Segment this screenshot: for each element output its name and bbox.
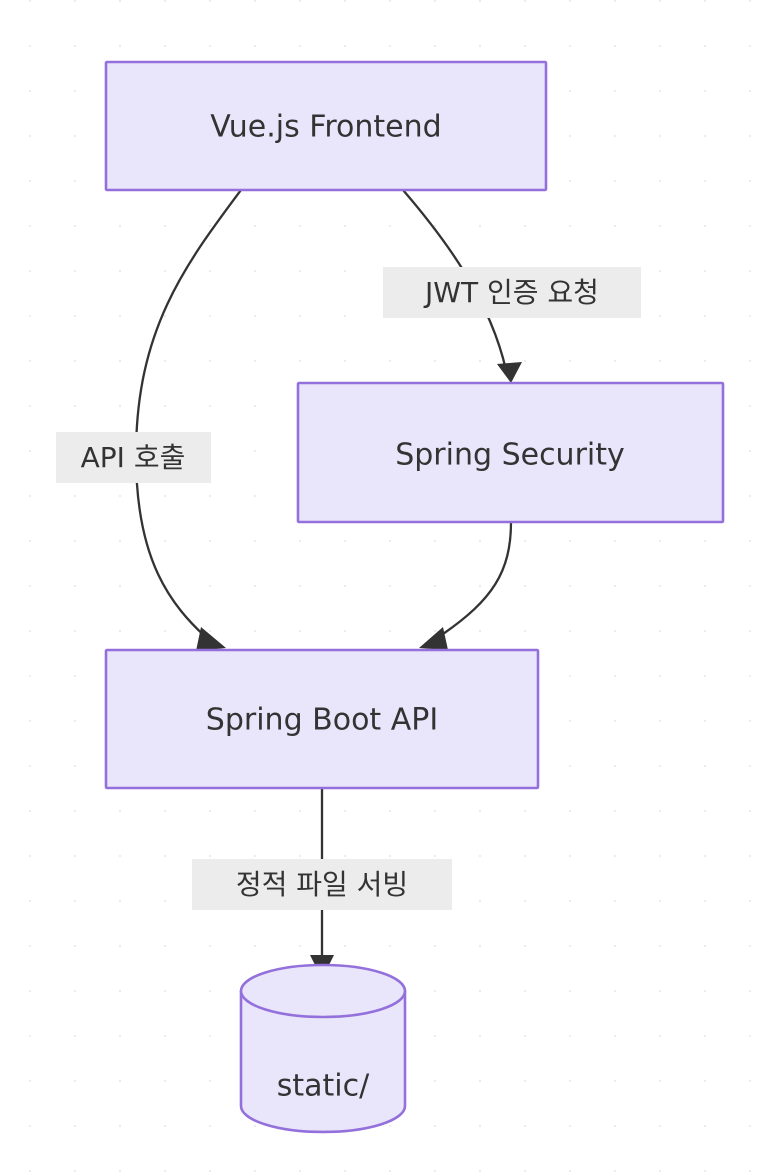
edge-label-api-call-text: API 호출 bbox=[81, 441, 186, 474]
edge-security-to-bootapi[interactable] bbox=[419, 521, 513, 650]
node-bootapi-shape bbox=[104, 648, 540, 790]
node-security[interactable]: Spring Security bbox=[296, 381, 725, 524]
arrowhead-vue-to-bootapi bbox=[196, 627, 226, 651]
edge-label-api-call-bg bbox=[56, 432, 211, 483]
edge-labels-layer: API 호출 JWT 인증 요청 정적 파일 서빙 bbox=[56, 267, 641, 910]
edge-label-api-call: API 호출 bbox=[56, 432, 211, 483]
node-static-label: static/ bbox=[277, 1069, 370, 1104]
node-bootapi[interactable]: Spring Boot API bbox=[104, 648, 540, 790]
node-static-side-outline bbox=[239, 989, 407, 1134]
edge-path-vue-to-bootapi bbox=[134, 189, 242, 641]
node-vue-shape bbox=[104, 60, 548, 192]
node-bootapi-label: Spring Boot API bbox=[206, 703, 438, 738]
edge-label-jwt-auth-text: JWT 인증 요청 bbox=[423, 276, 599, 309]
node-vue[interactable]: Vue.js Frontend bbox=[104, 60, 548, 192]
node-vue-label: Vue.js Frontend bbox=[210, 110, 441, 145]
arrowhead-vue-to-security bbox=[497, 362, 522, 383]
edge-label-jwt-auth: JWT 인증 요청 bbox=[383, 267, 641, 318]
nodes-layer: Vue.js Frontend Spring Security Spring B… bbox=[104, 60, 725, 1134]
node-static-body bbox=[241, 991, 405, 1132]
node-static[interactable]: static/ bbox=[239, 963, 407, 1134]
edge-vue-to-bootapi[interactable] bbox=[134, 189, 242, 651]
edge-label-jwt-auth-bg bbox=[383, 267, 641, 318]
node-security-shape bbox=[296, 381, 725, 524]
edge-label-static-serving-bg bbox=[192, 859, 452, 910]
arrowhead-security-to-bootapi bbox=[419, 627, 448, 650]
edge-label-static-serving: 정적 파일 서빙 bbox=[192, 859, 452, 910]
node-security-label: Spring Security bbox=[395, 438, 625, 473]
edge-label-static-serving-text: 정적 파일 서빙 bbox=[236, 868, 408, 901]
node-static-top-ellipse bbox=[239, 963, 407, 1019]
edge-path-security-to-bootapi bbox=[442, 521, 513, 635]
